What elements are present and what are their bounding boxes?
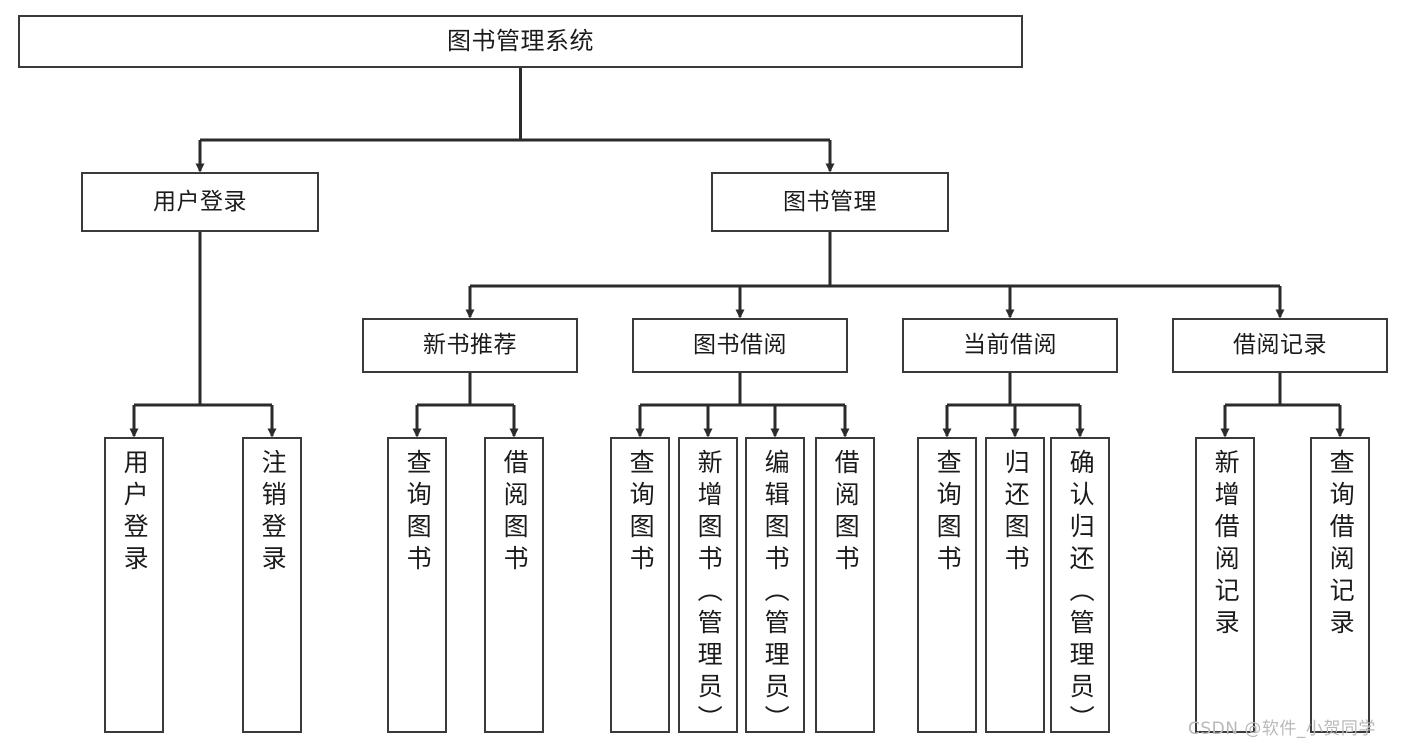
node-label: 借阅图书 [831,449,861,577]
node-leaf-query-book-1[interactable]: 查询图书 [387,437,447,733]
node-label: 查询借阅记录 [1326,449,1356,641]
node-label: 查询图书 [933,449,963,577]
node-leaf-borrow-book-1[interactable]: 借阅图书 [484,437,544,733]
node-label: 注销登录 [258,449,288,577]
node-label: 借阅图书 [500,449,530,577]
node-leaf-confirm-return[interactable]: 确认归还（管理员） [1050,437,1110,737]
node-label: 查询图书 [626,449,656,577]
node-label: 新增图书（管理员） [694,449,724,737]
node-leaf-user-login[interactable]: 用户登录 [104,437,164,733]
node-root-system[interactable]: 图书管理系统 [18,15,1023,68]
node-label: 图书管理 [783,188,877,215]
node-leaf-borrow-book-2[interactable]: 借阅图书 [815,437,875,733]
node-user-login[interactable]: 用户登录 [81,172,319,232]
node-leaf-return-book[interactable]: 归还图书 [985,437,1045,733]
node-book-management[interactable]: 图书管理 [711,172,949,232]
node-label: 确认归还（管理员） [1066,449,1096,737]
node-book-borrow[interactable]: 图书借阅 [632,318,848,373]
node-leaf-query-book-3[interactable]: 查询图书 [917,437,977,733]
node-leaf-logout[interactable]: 注销登录 [242,437,302,733]
node-leaf-add-borrow-record[interactable]: 新增借阅记录 [1195,437,1255,733]
node-label: 查询图书 [403,449,433,577]
node-label: 借阅记录 [1233,332,1327,359]
node-label: 新增借阅记录 [1211,449,1241,641]
node-label: 编辑图书（管理员） [761,449,791,737]
node-current-borrow[interactable]: 当前借阅 [902,318,1118,373]
node-new-book-recommend[interactable]: 新书推荐 [362,318,578,373]
node-leaf-query-book-2[interactable]: 查询图书 [610,437,670,733]
node-label: 用户登录 [120,449,150,577]
node-leaf-add-book[interactable]: 新增图书（管理员） [678,437,738,737]
node-label: 当前借阅 [963,332,1057,359]
node-borrow-record[interactable]: 借阅记录 [1172,318,1388,373]
node-leaf-edit-book[interactable]: 编辑图书（管理员） [745,437,805,737]
node-label: 用户登录 [153,188,247,215]
watermark-text: CSDN @软件_小贺同学 [1188,719,1376,739]
node-leaf-query-borrow-record[interactable]: 查询借阅记录 [1310,437,1370,733]
node-label: 图书管理系统 [447,26,594,55]
node-label: 新书推荐 [423,332,517,359]
node-label: 图书借阅 [693,332,787,359]
node-label: 归还图书 [1001,449,1031,577]
